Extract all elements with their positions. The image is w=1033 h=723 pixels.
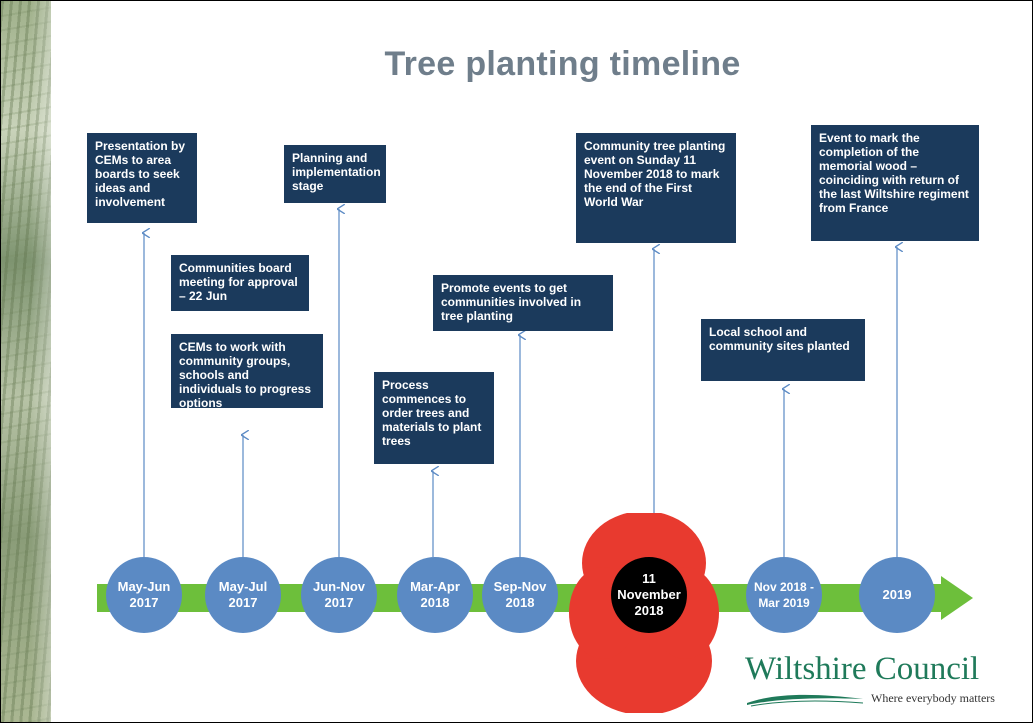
logo-swoosh-icon — [747, 694, 864, 707]
milestone-11-november-2018: 11 November 2018 — [611, 557, 687, 633]
milestone-sep-nov-2018: Sep-Nov 2018 — [482, 557, 558, 633]
milestone-nov-2018-mar-2019: Nov 2018 - Mar 2019 — [746, 557, 822, 633]
milestone-label: 2019 — [882, 587, 912, 602]
milestone-mar-apr-2018: Mar-Apr 2018 — [397, 557, 473, 633]
milestone-label: May-Jul 2017 — [218, 579, 268, 610]
milestone-label: Sep-Nov 2018 — [493, 579, 547, 610]
event-box-e8: Local school and community sites planted — [701, 319, 865, 381]
wiltshire-council-logo: Wiltshire Council Where everybody matter… — [745, 651, 1005, 711]
event-box-e5: Process commences to order trees and mat… — [374, 372, 494, 464]
event-box-e1: Presentation by CEMs to area boards to s… — [87, 133, 197, 223]
milestone-label: Mar-Apr 2018 — [410, 579, 460, 610]
milestone-label: May-Jun 2017 — [117, 579, 171, 610]
milestone-jun-nov-2017: Jun-Nov 2017 — [301, 557, 377, 633]
logo-name: Wiltshire Council — [745, 651, 980, 687]
event-box-e7: Community tree planting event on Sunday … — [576, 133, 736, 243]
slide-title: Tree planting timeline — [384, 45, 741, 83]
logo-tagline: Where everybody matters — [871, 691, 995, 705]
milestone-label: 11 November 2018 — [617, 571, 681, 618]
milestone-may-jun-2017: May-Jun 2017 — [106, 557, 182, 633]
event-box-e4: Planning and implementation stage — [284, 145, 386, 203]
forest-background-strip — [1, 1, 91, 722]
milestone-label: Jun-Nov 2017 — [313, 579, 365, 610]
milestone-label: Nov 2018 - Mar 2019 — [753, 580, 815, 610]
event-box-e2: Communities board meeting for approval –… — [171, 255, 309, 311]
event-box-e3: CEMs to work with community groups, scho… — [171, 334, 323, 410]
event-box-e6: Promote events to get communities involv… — [433, 275, 613, 331]
event-box-e9: Event to mark the completion of the memo… — [811, 125, 979, 241]
timeline-arrow-head — [941, 576, 973, 620]
milestone-may-jul-2017: May-Jul 2017 — [205, 557, 281, 633]
milestone-2019: 2019 — [859, 557, 935, 633]
